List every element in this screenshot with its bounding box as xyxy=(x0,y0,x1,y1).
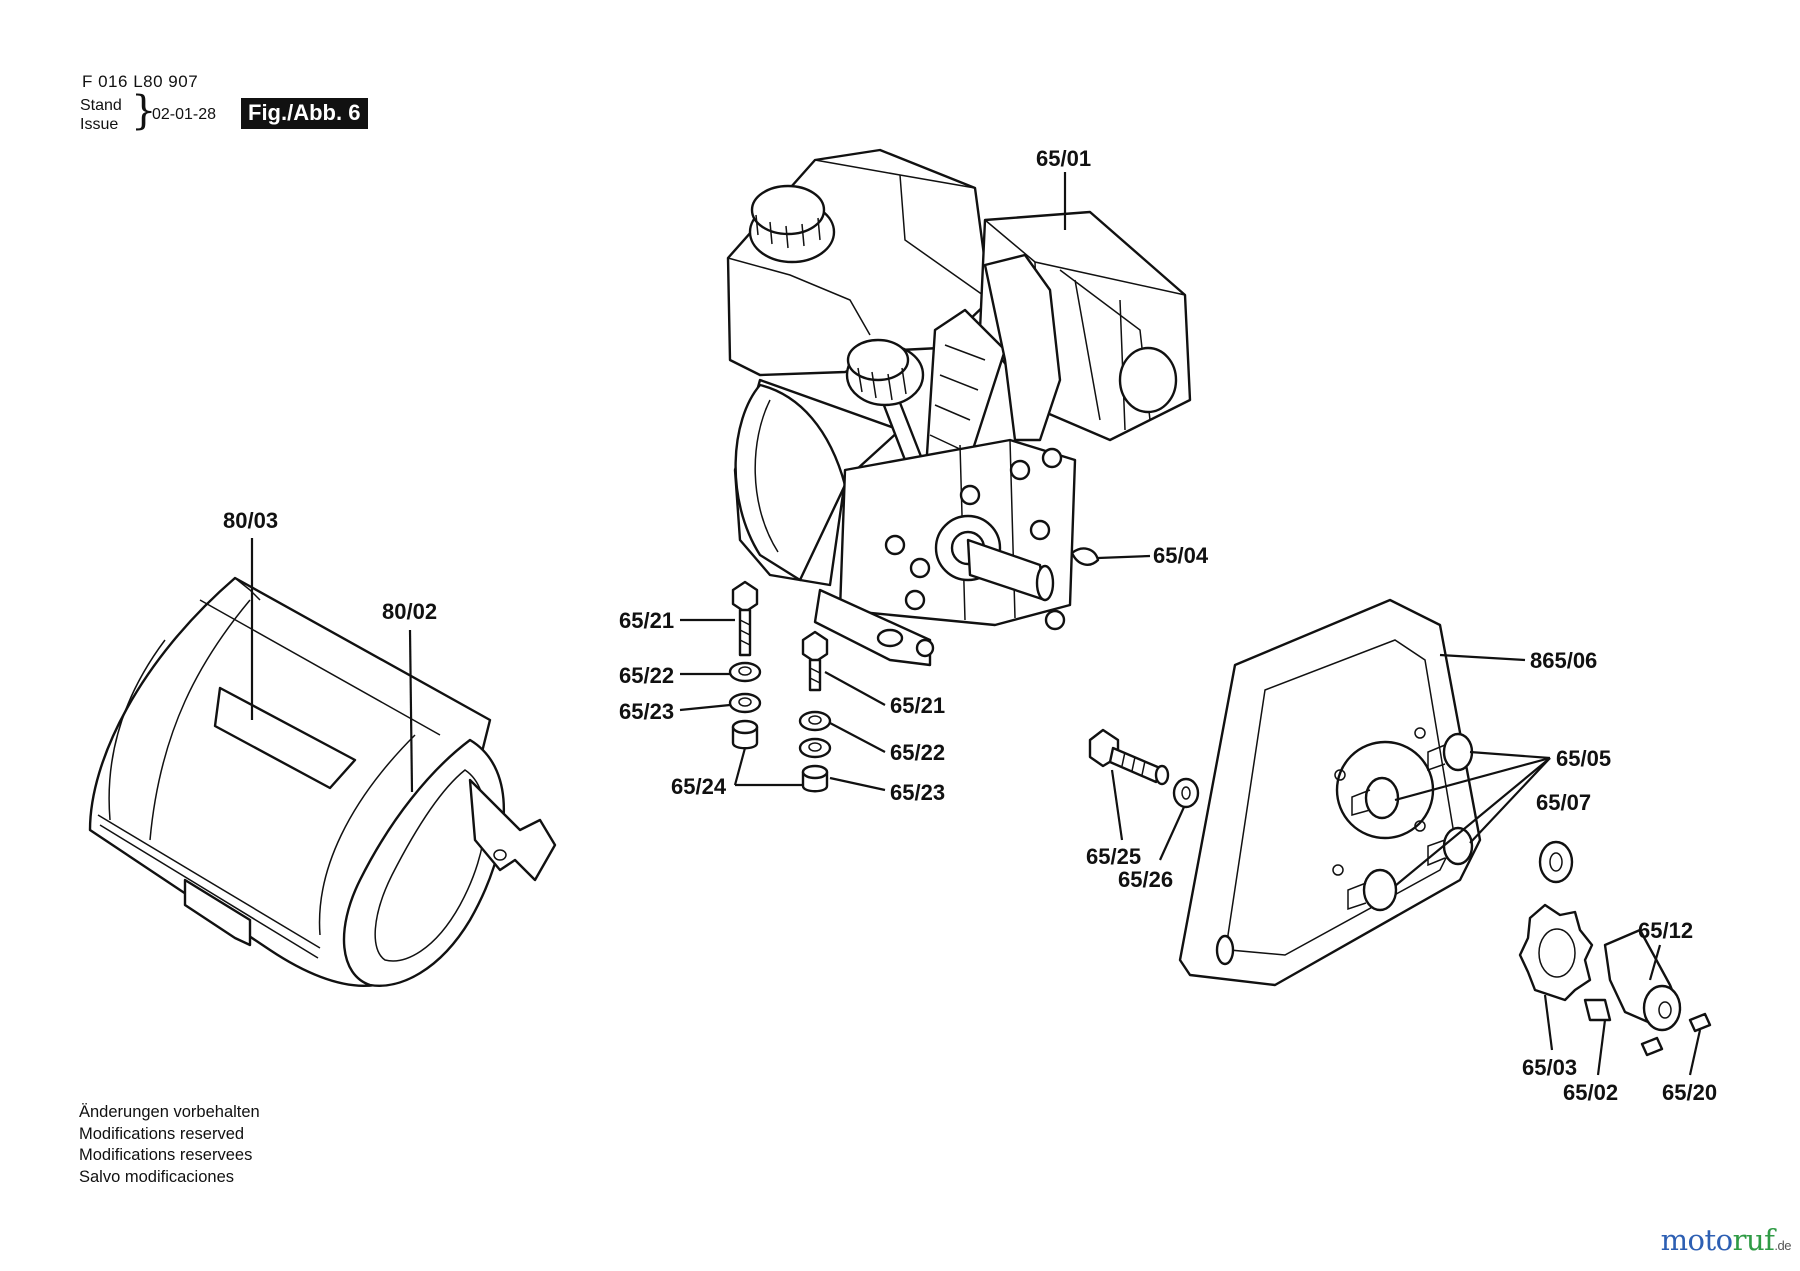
engine-drawing xyxy=(726,148,1192,667)
watermark-part-a: moto xyxy=(1660,1223,1734,1257)
fastener-set-left xyxy=(728,580,762,750)
modifications-line-de: Änderungen vorbehalten xyxy=(79,1103,260,1121)
figure-badge: Fig./Abb. 6 xyxy=(241,98,369,129)
document-number: F 016 L80 907 xyxy=(82,72,199,91)
label-65-01-engine: 65/01 xyxy=(1036,146,1091,171)
label-65-07-nut: 65/07 xyxy=(1536,790,1591,815)
label-65-04-key: 65/04 xyxy=(1153,543,1209,568)
label-65-22-washer-right: 65/22 xyxy=(890,740,945,765)
gearbox-cover-drawing xyxy=(1178,598,1482,987)
label-65-20-set-screw: 65/20 xyxy=(1662,1080,1717,1105)
watermark-logo: motoruf.de xyxy=(1660,1223,1792,1257)
cover-bolt-set xyxy=(1088,728,1200,809)
label-65-23-lock-washer-left: 65/23 xyxy=(619,699,674,724)
label-80-02-grass-box: 80/02 xyxy=(382,599,437,624)
label-65-12-coupling-shaft: 65/12 xyxy=(1638,918,1693,943)
fastener-set-right xyxy=(798,630,832,793)
issue-date: 02-01-28 xyxy=(152,106,217,123)
issue-label: Issue xyxy=(80,116,119,133)
label-80-03-label-plate: 80/03 xyxy=(223,508,278,533)
label-65-22-washer-left: 65/22 xyxy=(619,663,674,688)
label-65-05-bushing: 65/05 xyxy=(1556,746,1611,771)
label-65-03-coupling-star: 65/03 xyxy=(1522,1055,1577,1080)
coupling-assembly xyxy=(1518,903,1712,1057)
stand-label: Stand xyxy=(80,97,122,114)
watermark-tld: .de xyxy=(1774,1238,1791,1253)
label-65-21-bolt-right: 65/21 xyxy=(890,693,945,718)
label-65-21-bolt-left: 65/21 xyxy=(619,608,674,633)
label-865-06-gearbox-cover: 865/06 xyxy=(1530,648,1597,673)
modifications-line-es: Salvo modificaciones xyxy=(79,1167,234,1186)
modifications-line-fr: Modifications reservees xyxy=(79,1146,253,1164)
brace-icon: } xyxy=(131,88,157,134)
label-65-25-cover-bolt: 65/25 xyxy=(1086,844,1141,869)
label-65-23-lock-washer-right: 65/23 xyxy=(890,780,945,805)
watermark-part-b: ruf xyxy=(1732,1223,1775,1257)
modifications-notice: Änderungen vorbehalten Modifications res… xyxy=(79,1102,260,1188)
label-65-24-nut: 65/24 xyxy=(671,774,727,799)
cover-nut xyxy=(1538,840,1574,884)
modifications-line-en: Modifications reserved xyxy=(79,1124,245,1143)
grass-catcher-drawing xyxy=(88,576,557,987)
label-65-02-clip: 65/02 xyxy=(1563,1080,1618,1105)
label-65-26-cover-washer: 65/26 xyxy=(1118,867,1173,892)
key-part xyxy=(1070,547,1100,566)
leader-lines xyxy=(250,172,1702,1076)
